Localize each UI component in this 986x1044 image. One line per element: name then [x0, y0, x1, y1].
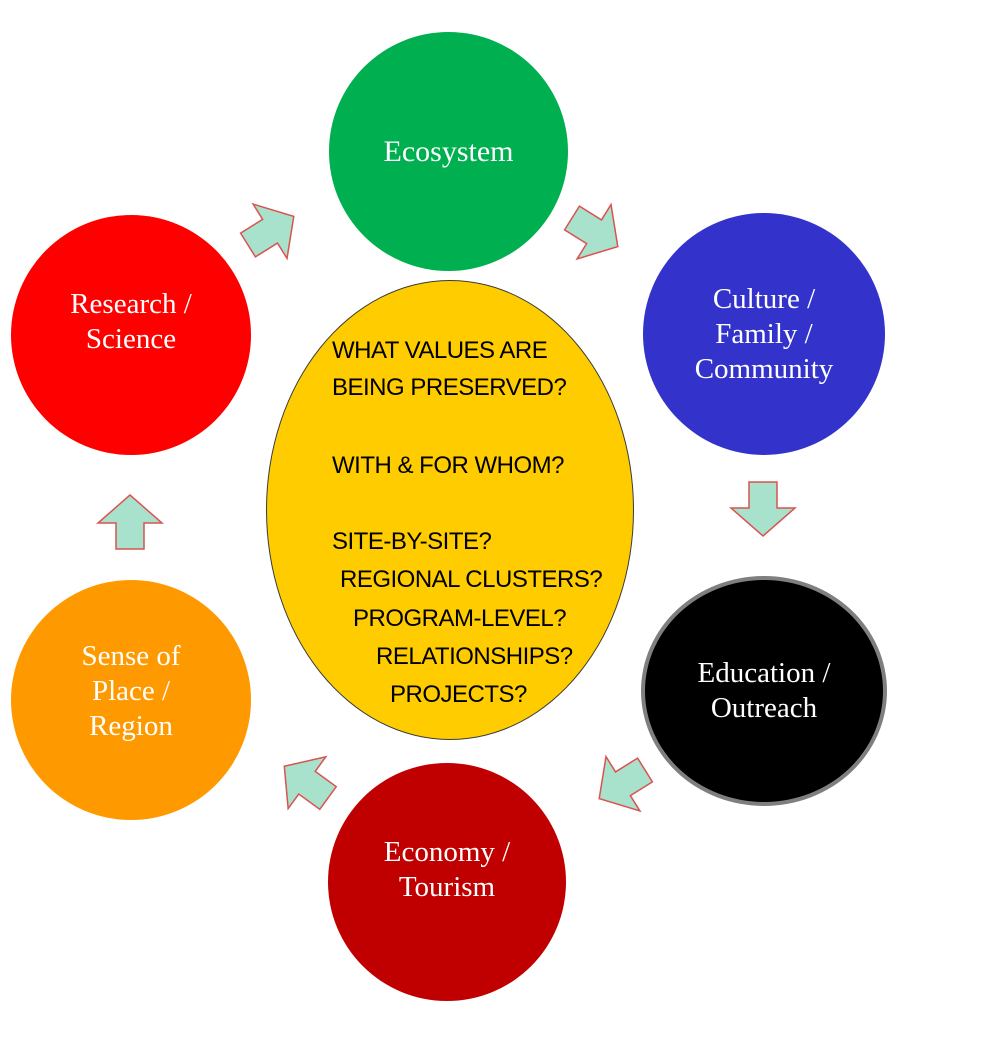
economy-label: Economy / Tourism [384, 835, 510, 905]
research-science-circle: Research / Science [11, 215, 251, 455]
arrow-ecosystem-to-culture [563, 202, 619, 261]
research-label-line: Science [85, 323, 177, 355]
ecosystem-label-line: Ecosystem [383, 135, 514, 168]
culture-family-community-circle: Culture / Family / Community [643, 213, 885, 455]
central-questions-ellipse [266, 280, 634, 740]
arrow-economy-to-sense-of-place [283, 755, 338, 811]
education-outreach-circle: Education / Outreach [641, 576, 887, 806]
sense-of-place-label: Sense of Place / Region [81, 639, 180, 744]
education-label: Education / Outreach [698, 656, 831, 726]
sense-of-place-label-line: Sense of [81, 639, 181, 672]
economy-label-line: Economy / [383, 836, 511, 868]
economy-tourism-circle: Economy / Tourism [328, 763, 566, 1001]
arrow-sense-of-place-to-research [96, 494, 164, 550]
research-label: Research / Science [70, 287, 192, 357]
ecosystem-circle: Ecosystem [329, 32, 568, 271]
culture-label-line: Family / [715, 317, 813, 350]
culture-label-line: Culture / [712, 282, 816, 315]
question-regional-clusters: REGIONAL CLUSTERS? [340, 566, 603, 593]
arrow-research-to-ecosystem [239, 202, 295, 261]
arrow-education-to-economy [598, 754, 654, 813]
question-values-line2: BEING PRESERVED? [332, 374, 567, 401]
sense-of-place-label-line: Region [89, 709, 173, 742]
culture-label: Culture / Family / Community [695, 282, 834, 387]
sense-of-place-label-line: Place / [91, 674, 171, 707]
culture-label-line: Community [694, 352, 834, 385]
question-values-line1: WHAT VALUES ARE [332, 337, 548, 364]
question-program-level: PROGRAM-LEVEL? [353, 605, 567, 632]
education-label-line: Outreach [710, 692, 818, 724]
ecosystem-label: Ecosystem [384, 134, 514, 169]
arrow-culture-to-education [729, 481, 797, 537]
economy-label-line: Tourism [398, 871, 496, 903]
question-site-by-site: SITE-BY-SITE? [332, 528, 492, 555]
question-projects: PROJECTS? [390, 681, 527, 708]
sense-of-place-region-circle: Sense of Place / Region [11, 580, 251, 820]
question-with-for-whom: WITH & FOR WHOM? [332, 452, 564, 479]
education-label-line: Education / [697, 657, 831, 689]
research-label-line: Research / [70, 288, 192, 320]
question-relationships: RELATIONSHIPS? [376, 643, 573, 670]
